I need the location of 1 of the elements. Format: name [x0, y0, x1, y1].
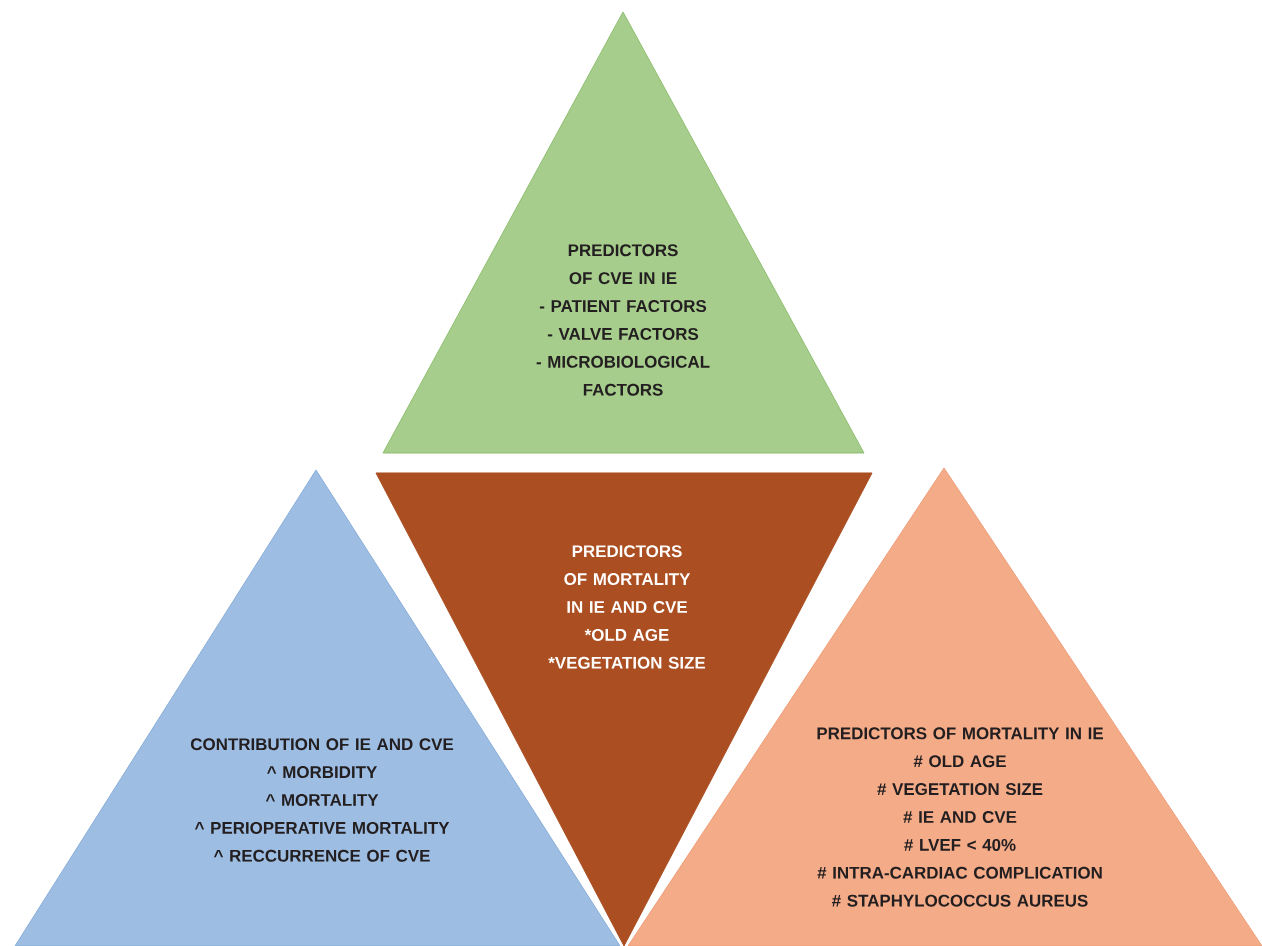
triangle: PREDICTORS OF CVE IN IE - PATIENT FACTORS - VALVE FACTORS - MICROBIOLOGICAL FACTORS [382, 11, 865, 454]
